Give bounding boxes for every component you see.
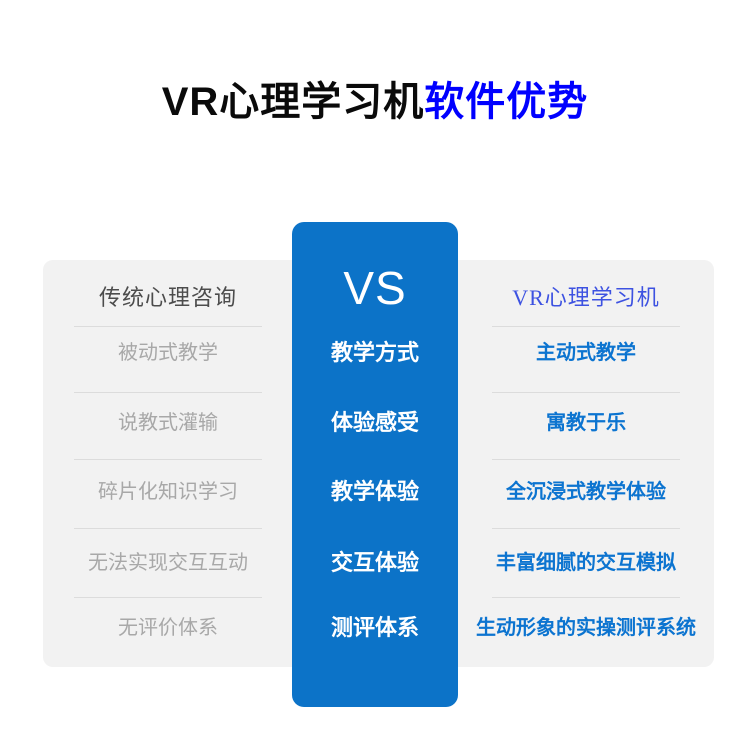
traditional-row: 碎片化知识学习	[98, 481, 238, 503]
divider	[492, 326, 680, 327]
vr-row: 丰富细腻的交互模拟	[496, 552, 676, 574]
divider	[492, 528, 680, 529]
divider	[74, 459, 262, 460]
vs-column: VS 教学方式 体验感受 教学体验 交互体验 测评体系	[292, 222, 458, 707]
title-highlight: 软件优势	[424, 80, 589, 124]
divider	[74, 597, 262, 598]
vr-column: VR心理学习机 主动式教学 寓教于乐 全沉浸式教学体验 丰富细腻的交互模拟 生动…	[458, 260, 714, 667]
category-row: 教学方式	[330, 340, 419, 365]
divider	[492, 597, 680, 598]
divider	[492, 459, 680, 460]
divider	[74, 528, 262, 529]
vr-row: 寓教于乐	[546, 412, 626, 434]
vr-row: 生动形象的实操测评系统	[476, 617, 696, 639]
title-product-name: VR心理学习机	[161, 80, 425, 124]
category-row: 交互体验	[330, 550, 419, 575]
traditional-row: 被动式教学	[118, 342, 218, 364]
vr-row: 全沉浸式教学体验	[506, 481, 666, 503]
traditional-row: 无评价体系	[118, 617, 218, 639]
traditional-column-header: 传统心理咨询	[98, 285, 237, 310]
vr-column-header: VR心理学习机	[512, 285, 660, 310]
divider	[74, 326, 262, 327]
vs-label: VS	[343, 262, 407, 314]
traditional-column: 传统心理咨询 被动式教学 说教式灌输 碎片化知识学习 无法实现交互互动 无评价体…	[43, 260, 293, 667]
page-title: VR心理学习机软件优势	[0, 78, 750, 126]
vr-row: 主动式教学	[536, 342, 636, 364]
divider	[492, 392, 680, 393]
traditional-row: 无法实现交互互动	[88, 552, 248, 574]
traditional-row: 说教式灌输	[118, 412, 218, 434]
category-row: 测评体系	[330, 615, 419, 640]
divider	[74, 392, 262, 393]
category-row: 教学体验	[330, 479, 419, 504]
category-row: 体验感受	[330, 410, 419, 435]
